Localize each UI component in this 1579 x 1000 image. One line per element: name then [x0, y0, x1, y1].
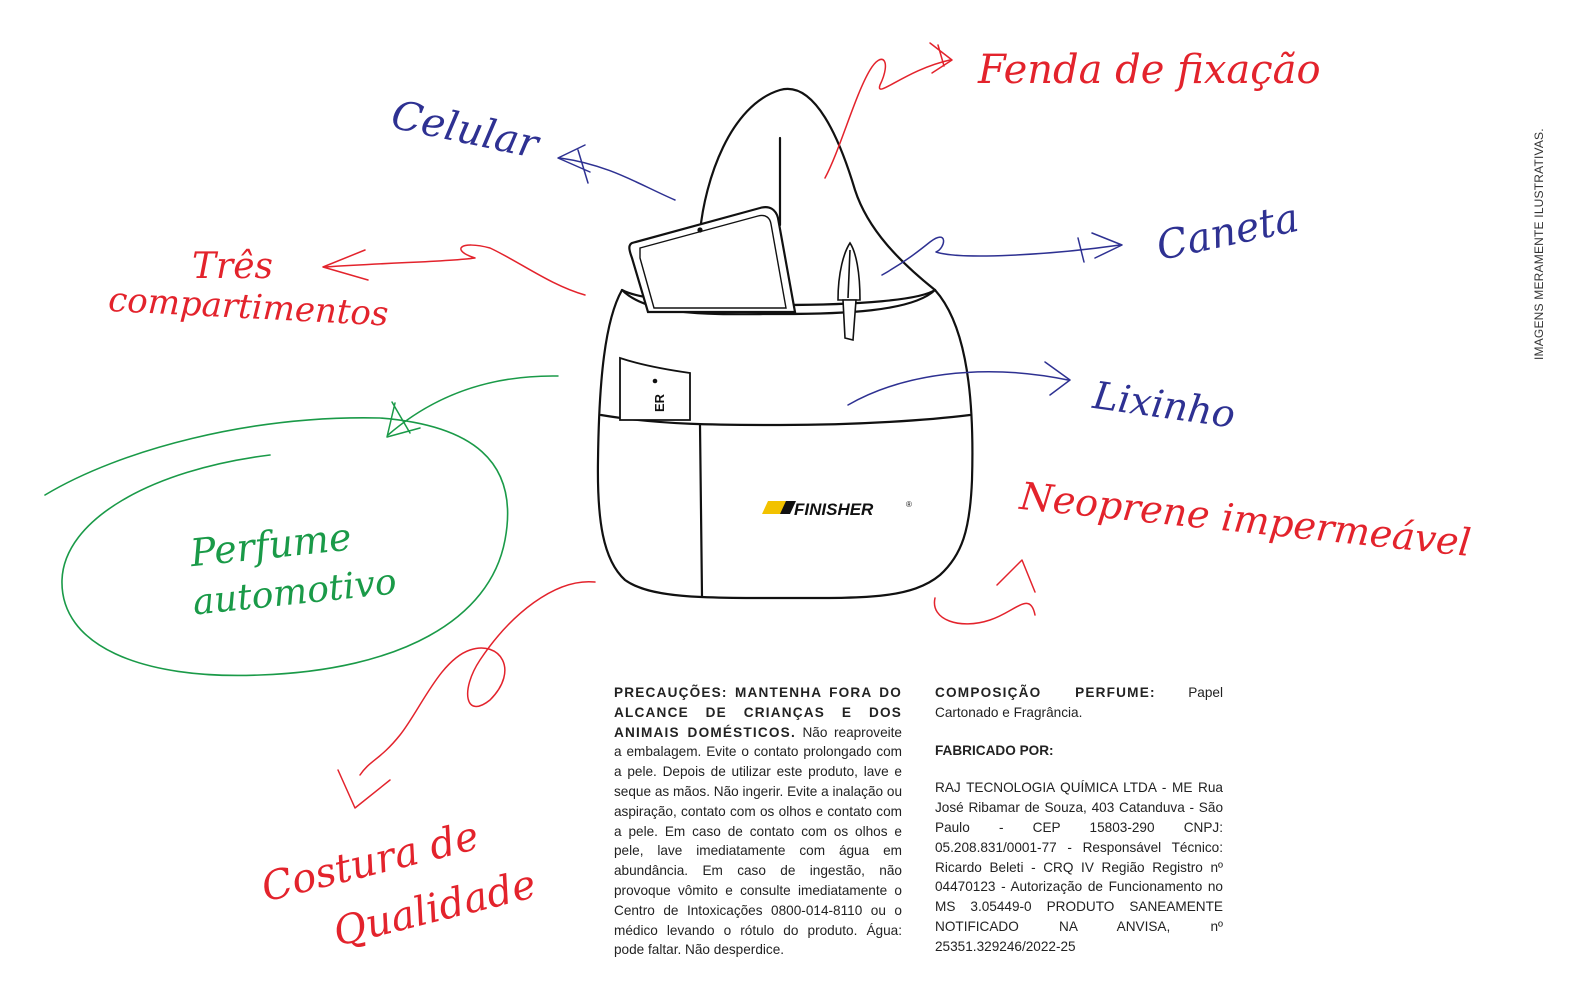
arrowhead-lixinho: [1044, 361, 1071, 396]
bag-body: [596, 288, 974, 600]
label-celular: Celular: [387, 92, 545, 168]
arrow-fenda: [824, 58, 951, 179]
arrowhead-costura: [337, 769, 391, 809]
arrowhead-tres: [322, 249, 369, 281]
phone-illustration: [628, 206, 797, 314]
brand-name: FINISHER: [794, 500, 874, 519]
label-info-block: COMPOSIÇÃO PERFUME: Papel Cartonado e Fr…: [935, 683, 1223, 957]
arrowhead-perfume: [386, 401, 421, 438]
arrow-neoprene: [933, 597, 1036, 625]
manufacturer-heading: FABRICADO POR:: [935, 742, 1054, 758]
disclaimer-note: IMAGENS MERAMENTE ILUSTRATIVAS.: [1532, 60, 1552, 360]
composition-body: Papel Cartonado e Fragrância.: [935, 685, 1223, 720]
composition-section: COMPOSIÇÃO PERFUME: Papel Cartonado e Fr…: [935, 683, 1223, 723]
bag-illustration: [596, 87, 974, 600]
perfume-circle: [44, 417, 509, 677]
label-neoprene: Neoprene impermeável: [1017, 474, 1473, 565]
arrow-celular: [559, 157, 676, 201]
arrowhead-caneta: [1077, 232, 1123, 263]
composition-heading: COMPOSIÇÃO PERFUME:: [935, 685, 1156, 700]
arrow-tres: [324, 244, 586, 296]
arrowhead-neoprene: [996, 559, 1036, 593]
label-fenda: Fenda de fixação: [977, 47, 1321, 93]
precautions-block: PRECAUÇÕES: MANTENHA FORA DO ALCANCE DE …: [614, 683, 902, 960]
label-lixinho: Lixinho: [1089, 373, 1238, 437]
brand-logo: FINISHER ®: [762, 500, 912, 519]
brand-registered-mark: ®: [906, 500, 912, 509]
label-perfume-line1: Perfume: [187, 515, 353, 576]
arrow-perfume: [387, 375, 559, 436]
precautions-heading: PRECAUÇÕES: MANTENHA FORA DO ALCANCE DE …: [614, 685, 902, 740]
arrowhead-celular: [557, 144, 591, 184]
middle-pocket-line: [599, 413, 972, 427]
pocket-divider: [698, 423, 704, 598]
arrow-caneta: [881, 236, 1121, 276]
arrow-costura: [359, 581, 596, 776]
pen-illustration: [837, 241, 861, 342]
label-tres-line1: Três: [192, 246, 273, 287]
precautions-body: Não reaproveite a embalagem. Evite o con…: [614, 724, 902, 958]
label-tres-line2: compartimentos: [107, 280, 389, 335]
label-caneta: Caneta: [1153, 195, 1303, 270]
perfume-card: ER: [619, 356, 691, 421]
disclaimer-text: IMAGENS MERAMENTE ILUSTRATIVAS.: [1532, 128, 1546, 360]
card-brand-text: ER: [652, 393, 667, 412]
arrow-lixinho: [847, 371, 1069, 406]
manufacturer-body: RAJ TECNOLOGIA QUÍMICA LTDA - ME Rua Jos…: [935, 780, 1223, 954]
bag-flap: [698, 87, 937, 292]
arrowhead-fenda: [929, 42, 953, 74]
